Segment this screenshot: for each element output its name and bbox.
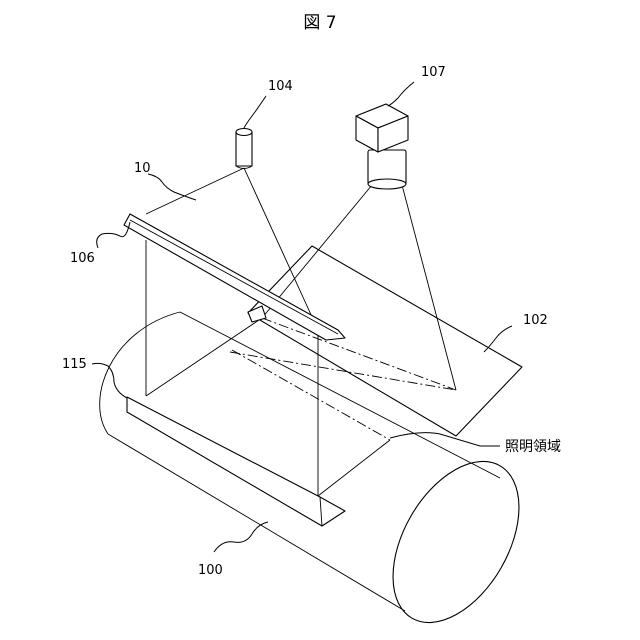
label-106: 106: [70, 251, 95, 266]
camera-107: [356, 104, 408, 189]
figure-title: 図 7: [303, 13, 336, 33]
plate-102: [248, 246, 522, 436]
label-102: 102: [523, 313, 548, 328]
label-10: 10: [134, 161, 151, 176]
label-104: 104: [268, 79, 293, 94]
light-source-104: [236, 129, 252, 169]
label-107: 107: [421, 65, 446, 80]
sensor-115: [127, 397, 345, 526]
label-100: 100: [198, 563, 223, 578]
label-115: 115: [62, 357, 87, 372]
label-illumination-region: 照明領域: [505, 438, 561, 455]
